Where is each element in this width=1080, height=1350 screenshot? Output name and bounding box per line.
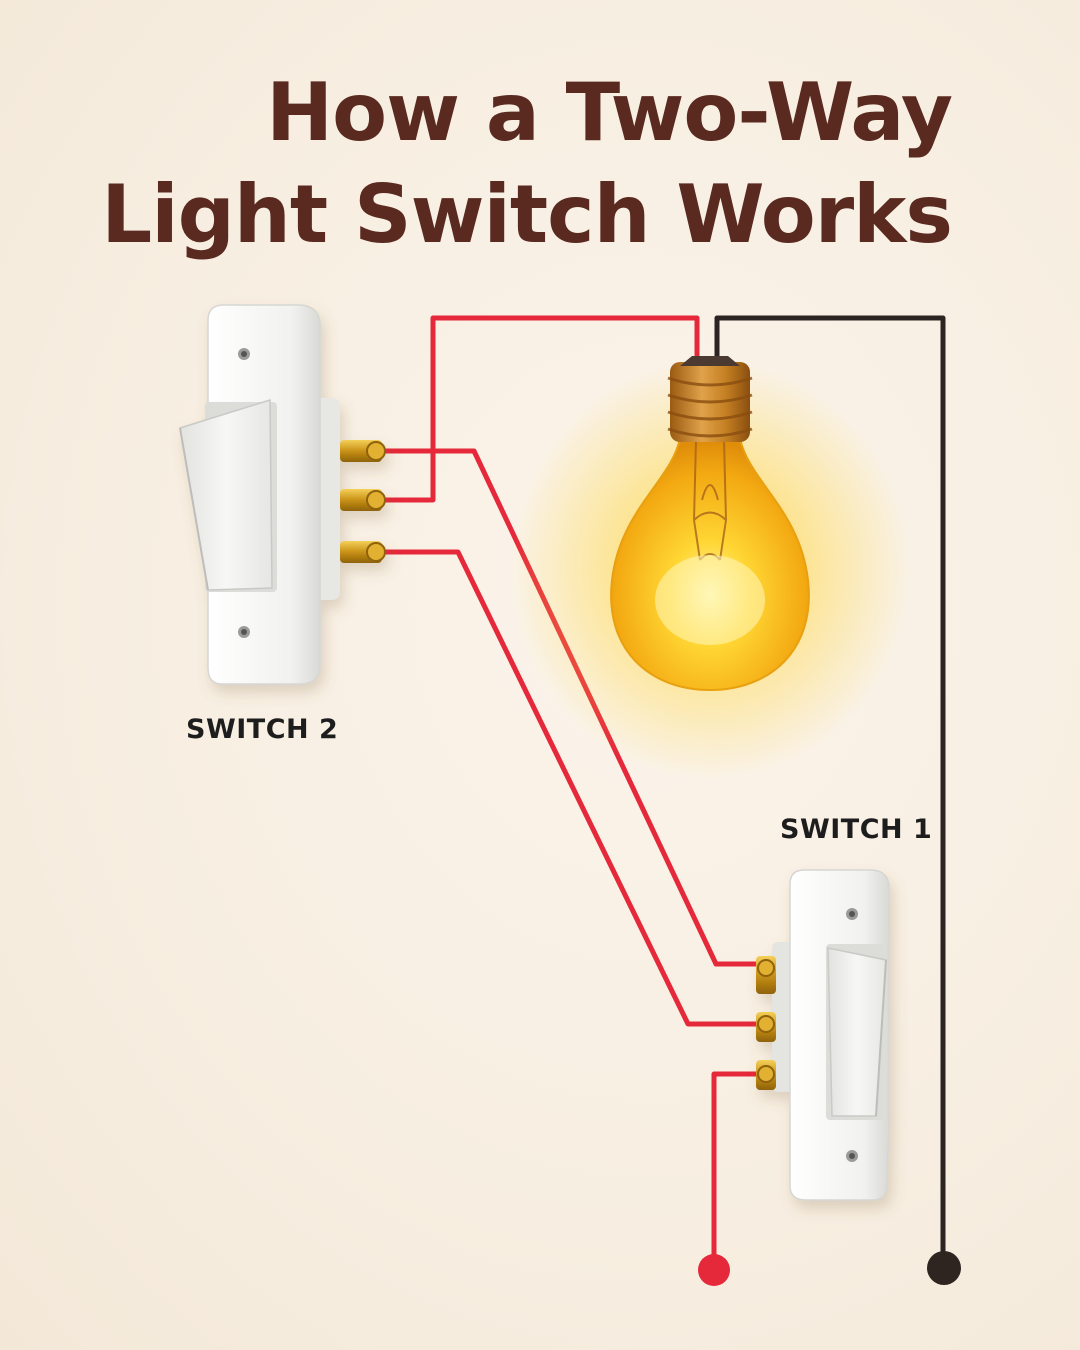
switch-1-label: SWITCH 1 (780, 814, 933, 845)
switch-2-terminals (340, 440, 386, 563)
page-title: How a Two-Way Light Switch Works (92, 62, 953, 266)
switch-1-terminals (756, 956, 776, 1090)
wire-switch2-to-bulb (379, 315, 700, 503)
wire-supply-live (711, 1071, 773, 1271)
light-bulb-icon (510, 356, 910, 780)
switch-1-icon[interactable] (756, 869, 890, 1201)
neutral-wire (714, 315, 946, 1271)
switch-2-label: SWITCH 2 (186, 714, 339, 745)
neutral-terminal-dot-icon (927, 1251, 961, 1285)
wire-traveler-2 (379, 549, 773, 1027)
wire-bulb-to-neutral (714, 315, 946, 1271)
switch-2-icon[interactable] (179, 304, 386, 685)
title-line-1: How a Two-Way (266, 66, 953, 159)
title-line-2: Light Switch Works (101, 168, 953, 261)
live-terminal-dot-icon (698, 1254, 730, 1286)
